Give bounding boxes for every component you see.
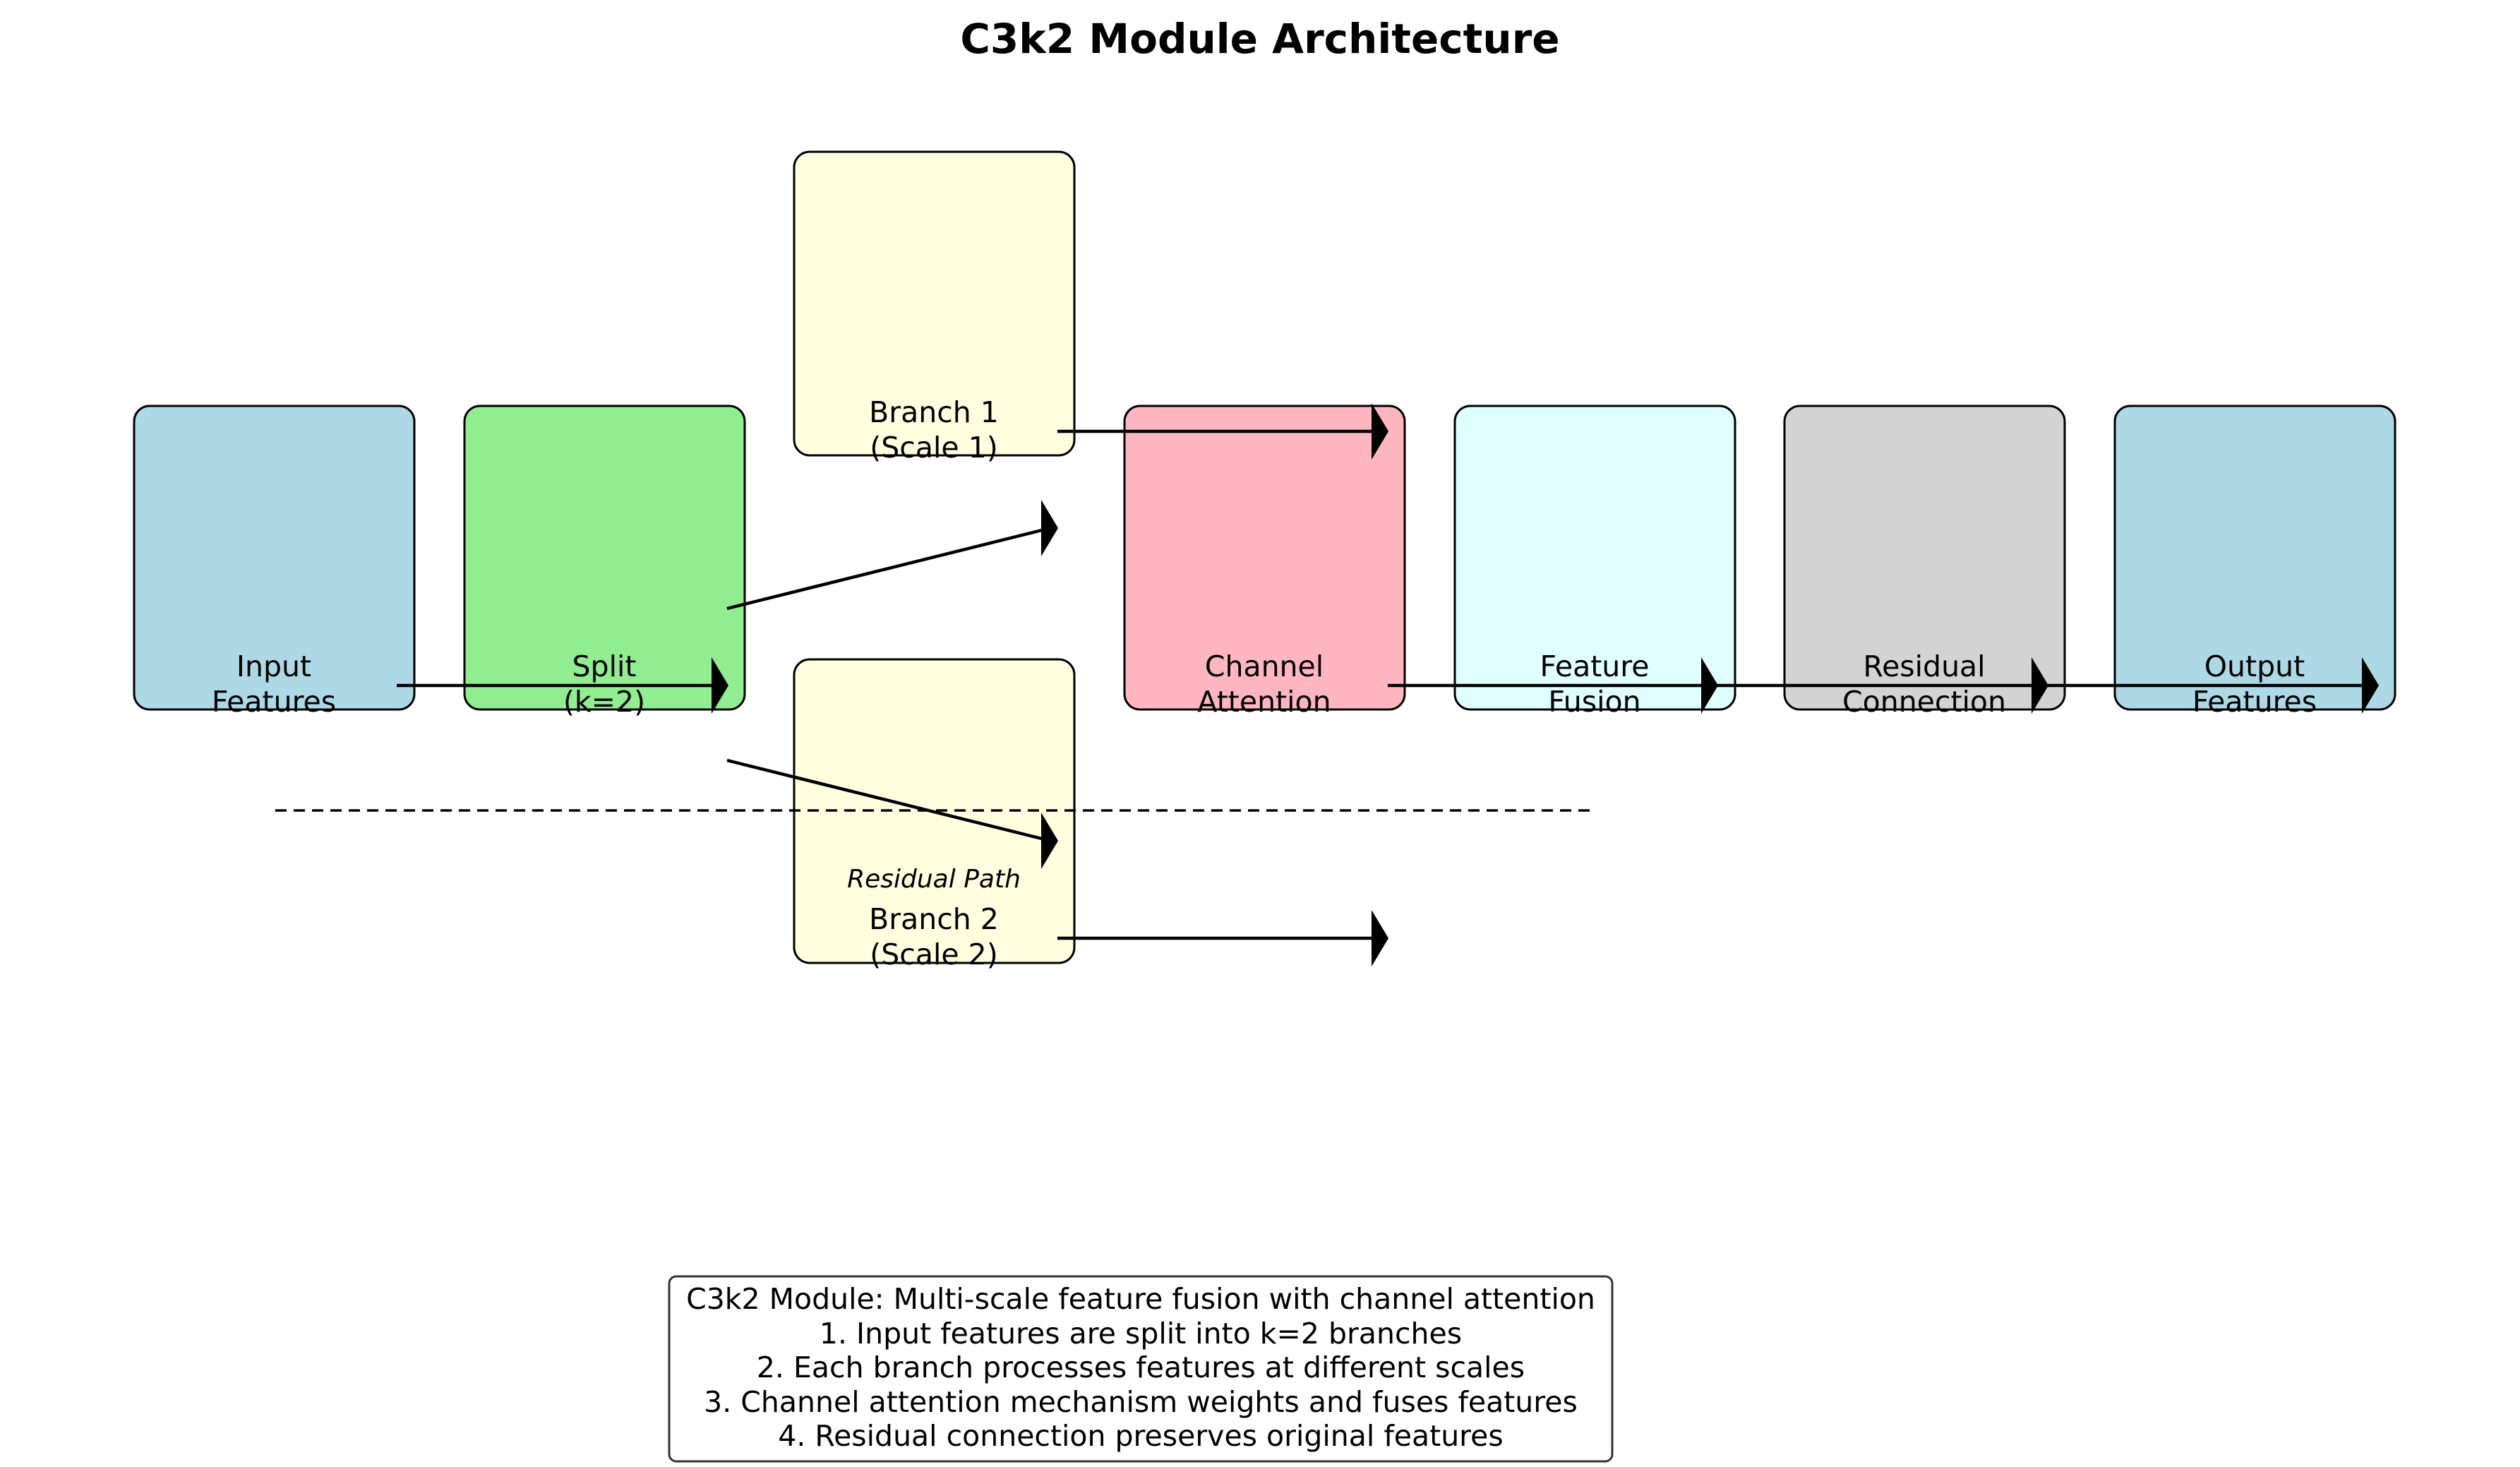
- description-box: C3k2 Module: Multi-scale feature fusion …: [668, 1275, 1614, 1463]
- node-residual-label-2: Connection: [1842, 685, 2006, 719]
- node-input-box: [133, 405, 416, 711]
- description-line-3: 3. Channel attention mechanism weights a…: [704, 1385, 1578, 1419]
- description-line-0: C3k2 Module: Multi-scale feature fusion …: [686, 1282, 1595, 1316]
- node-branch1-label-2: (Scale 1): [870, 431, 997, 465]
- node-residual-connection: Residual Connection: [1783, 405, 2066, 719]
- residual-path-label: Residual Path: [847, 865, 1021, 894]
- node-output-label-1: Output: [2204, 649, 2305, 683]
- arrowhead-residual-output: [2362, 657, 2379, 714]
- arrowhead-branch1-attention: [1372, 403, 1388, 460]
- node-split-box: [463, 405, 746, 711]
- arrow-heads: [712, 403, 2379, 966]
- node-output-label-2: Features: [2192, 685, 2317, 719]
- node-input-features: Input Features: [133, 405, 416, 719]
- node-split-label-2: (k=2): [563, 685, 645, 719]
- arrowhead-fusion-residual: [2032, 657, 2048, 714]
- node-attention-label-2: Attention: [1197, 685, 1331, 719]
- node-input-label-1: Input: [236, 649, 311, 683]
- node-channel-attention: Channel Attention: [1123, 405, 1406, 719]
- arrowhead-split-branch1: [1041, 500, 1058, 556]
- node-branch2-label-2: (Scale 2): [870, 938, 997, 971]
- description-frame: [668, 1275, 1614, 1463]
- node-branch1-label-1: Branch 1: [869, 395, 999, 429]
- arrowhead-attention-fusion: [1701, 657, 1718, 714]
- node-residual-label-1: Residual: [1863, 649, 1985, 683]
- node-branch-2: Branch 2 (Scale 2): [793, 658, 1076, 971]
- node-split-label-1: Split: [572, 649, 637, 683]
- node-residual-box: [1783, 405, 2066, 711]
- node-fusion-label-1: Feature: [1540, 649, 1650, 683]
- node-input-label-2: Features: [212, 685, 336, 719]
- node-attention-box: [1123, 405, 1406, 711]
- node-branch-1: Branch 1 (Scale 1): [793, 150, 1076, 465]
- arrow-split-branch1: [726, 526, 1051, 611]
- node-output-features: Output Features: [2113, 405, 2396, 719]
- description-line-1: 1. Input features are split into k=2 bra…: [820, 1317, 1462, 1351]
- node-attention-label-1: Channel: [1205, 649, 1324, 683]
- node-output-box: [2113, 405, 2396, 711]
- node-branch2-label-1: Branch 2: [869, 902, 999, 936]
- description-line-4: 4. Residual connection preserves origina…: [778, 1419, 1503, 1453]
- node-fusion-box: [1453, 405, 1736, 711]
- node-fusion-label-2: Fusion: [1548, 685, 1640, 719]
- diagram-title: C3k2 Module Architecture: [960, 15, 1559, 63]
- arrow-lines: [397, 429, 2363, 940]
- arrowhead-split-branch2: [1041, 813, 1058, 869]
- arrowhead-branch2-attention: [1372, 910, 1388, 966]
- arrow-split-branch2: [726, 758, 1051, 843]
- node-branch1-box: [793, 150, 1076, 457]
- description-line-2: 2. Each branch processes features at dif…: [757, 1351, 1525, 1384]
- node-split: Split (k=2): [463, 405, 746, 719]
- node-feature-fusion: Feature Fusion: [1453, 405, 1736, 719]
- arrowhead-input-split: [712, 657, 728, 714]
